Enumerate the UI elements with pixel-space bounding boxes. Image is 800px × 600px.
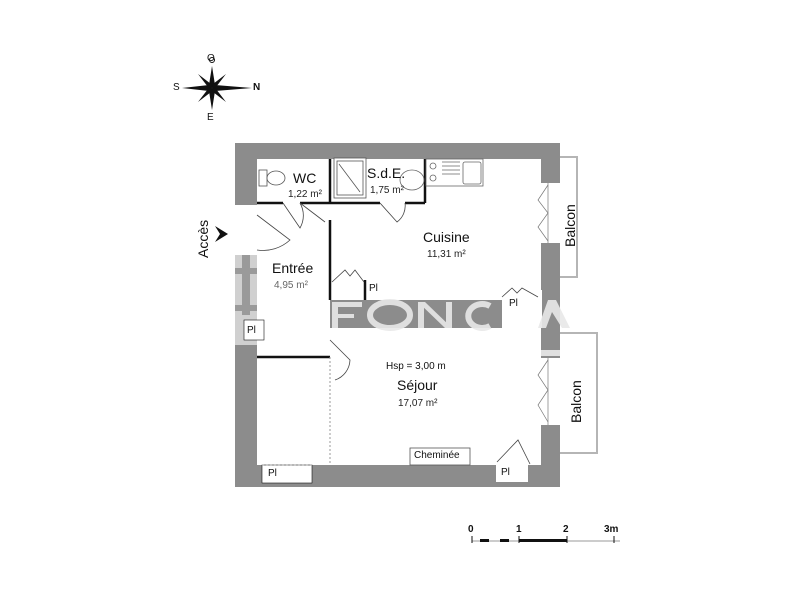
- closet-label-cuisine: Pl: [509, 298, 518, 309]
- closet-label-sejour-left: Pl: [268, 468, 277, 479]
- room-cuisine-area: 11,31 m²: [427, 249, 466, 260]
- compass-south-label: S: [173, 82, 180, 93]
- room-sde-area: 1,75 m²: [370, 185, 404, 196]
- access-label: Accès: [195, 219, 211, 258]
- room-cuisine-name: Cuisine: [423, 229, 470, 245]
- scale-tick-0: 0: [468, 524, 474, 535]
- room-sejour-name: Séjour: [397, 377, 438, 393]
- scale-tick-2: 2: [563, 524, 569, 535]
- doors: [256, 202, 531, 465]
- compass-north-label: N: [253, 82, 261, 93]
- balcony-label-upper: Balcon: [562, 204, 578, 247]
- room-entree-name: Entrée: [272, 260, 314, 276]
- shower-icon: [333, 157, 367, 199]
- compass-west-label: O: [207, 53, 215, 64]
- compass-east-label: E: [207, 112, 214, 123]
- closet-label-entree-right: Pl: [369, 283, 378, 294]
- room-sde-name: S.d.E.: [367, 165, 406, 181]
- room-wc-area: 1,22 m²: [288, 189, 322, 200]
- closet-doors: [331, 269, 539, 298]
- ceiling-height: Hsp = 3,00 m: [386, 361, 446, 372]
- balcony-label-lower: Balcon: [568, 380, 584, 423]
- closet-label-sejour-right: Pl: [501, 467, 510, 478]
- fireplace: [409, 447, 471, 466]
- balconies: [560, 156, 598, 454]
- watermark: [332, 299, 570, 331]
- compass-rose-icon: [182, 57, 252, 110]
- scale-tick-3: 3m: [604, 524, 619, 535]
- washbasin-icon: [399, 169, 425, 191]
- partitions: [257, 159, 427, 359]
- room-wc-name: WC: [293, 170, 317, 186]
- room-entree-area: 4,95 m²: [274, 280, 308, 291]
- windows: [537, 183, 560, 425]
- scale-bar: [471, 536, 620, 543]
- toilet-icon: [258, 169, 286, 187]
- closet-label-entree: Pl: [247, 325, 256, 336]
- fireplace-label: Cheminée: [414, 450, 460, 461]
- kitchen-sink-icon: [425, 158, 484, 187]
- scale-tick-1: 1: [516, 524, 522, 535]
- room-sejour-area: 17,07 m²: [398, 398, 438, 409]
- access-arrow-icon: [215, 226, 228, 242]
